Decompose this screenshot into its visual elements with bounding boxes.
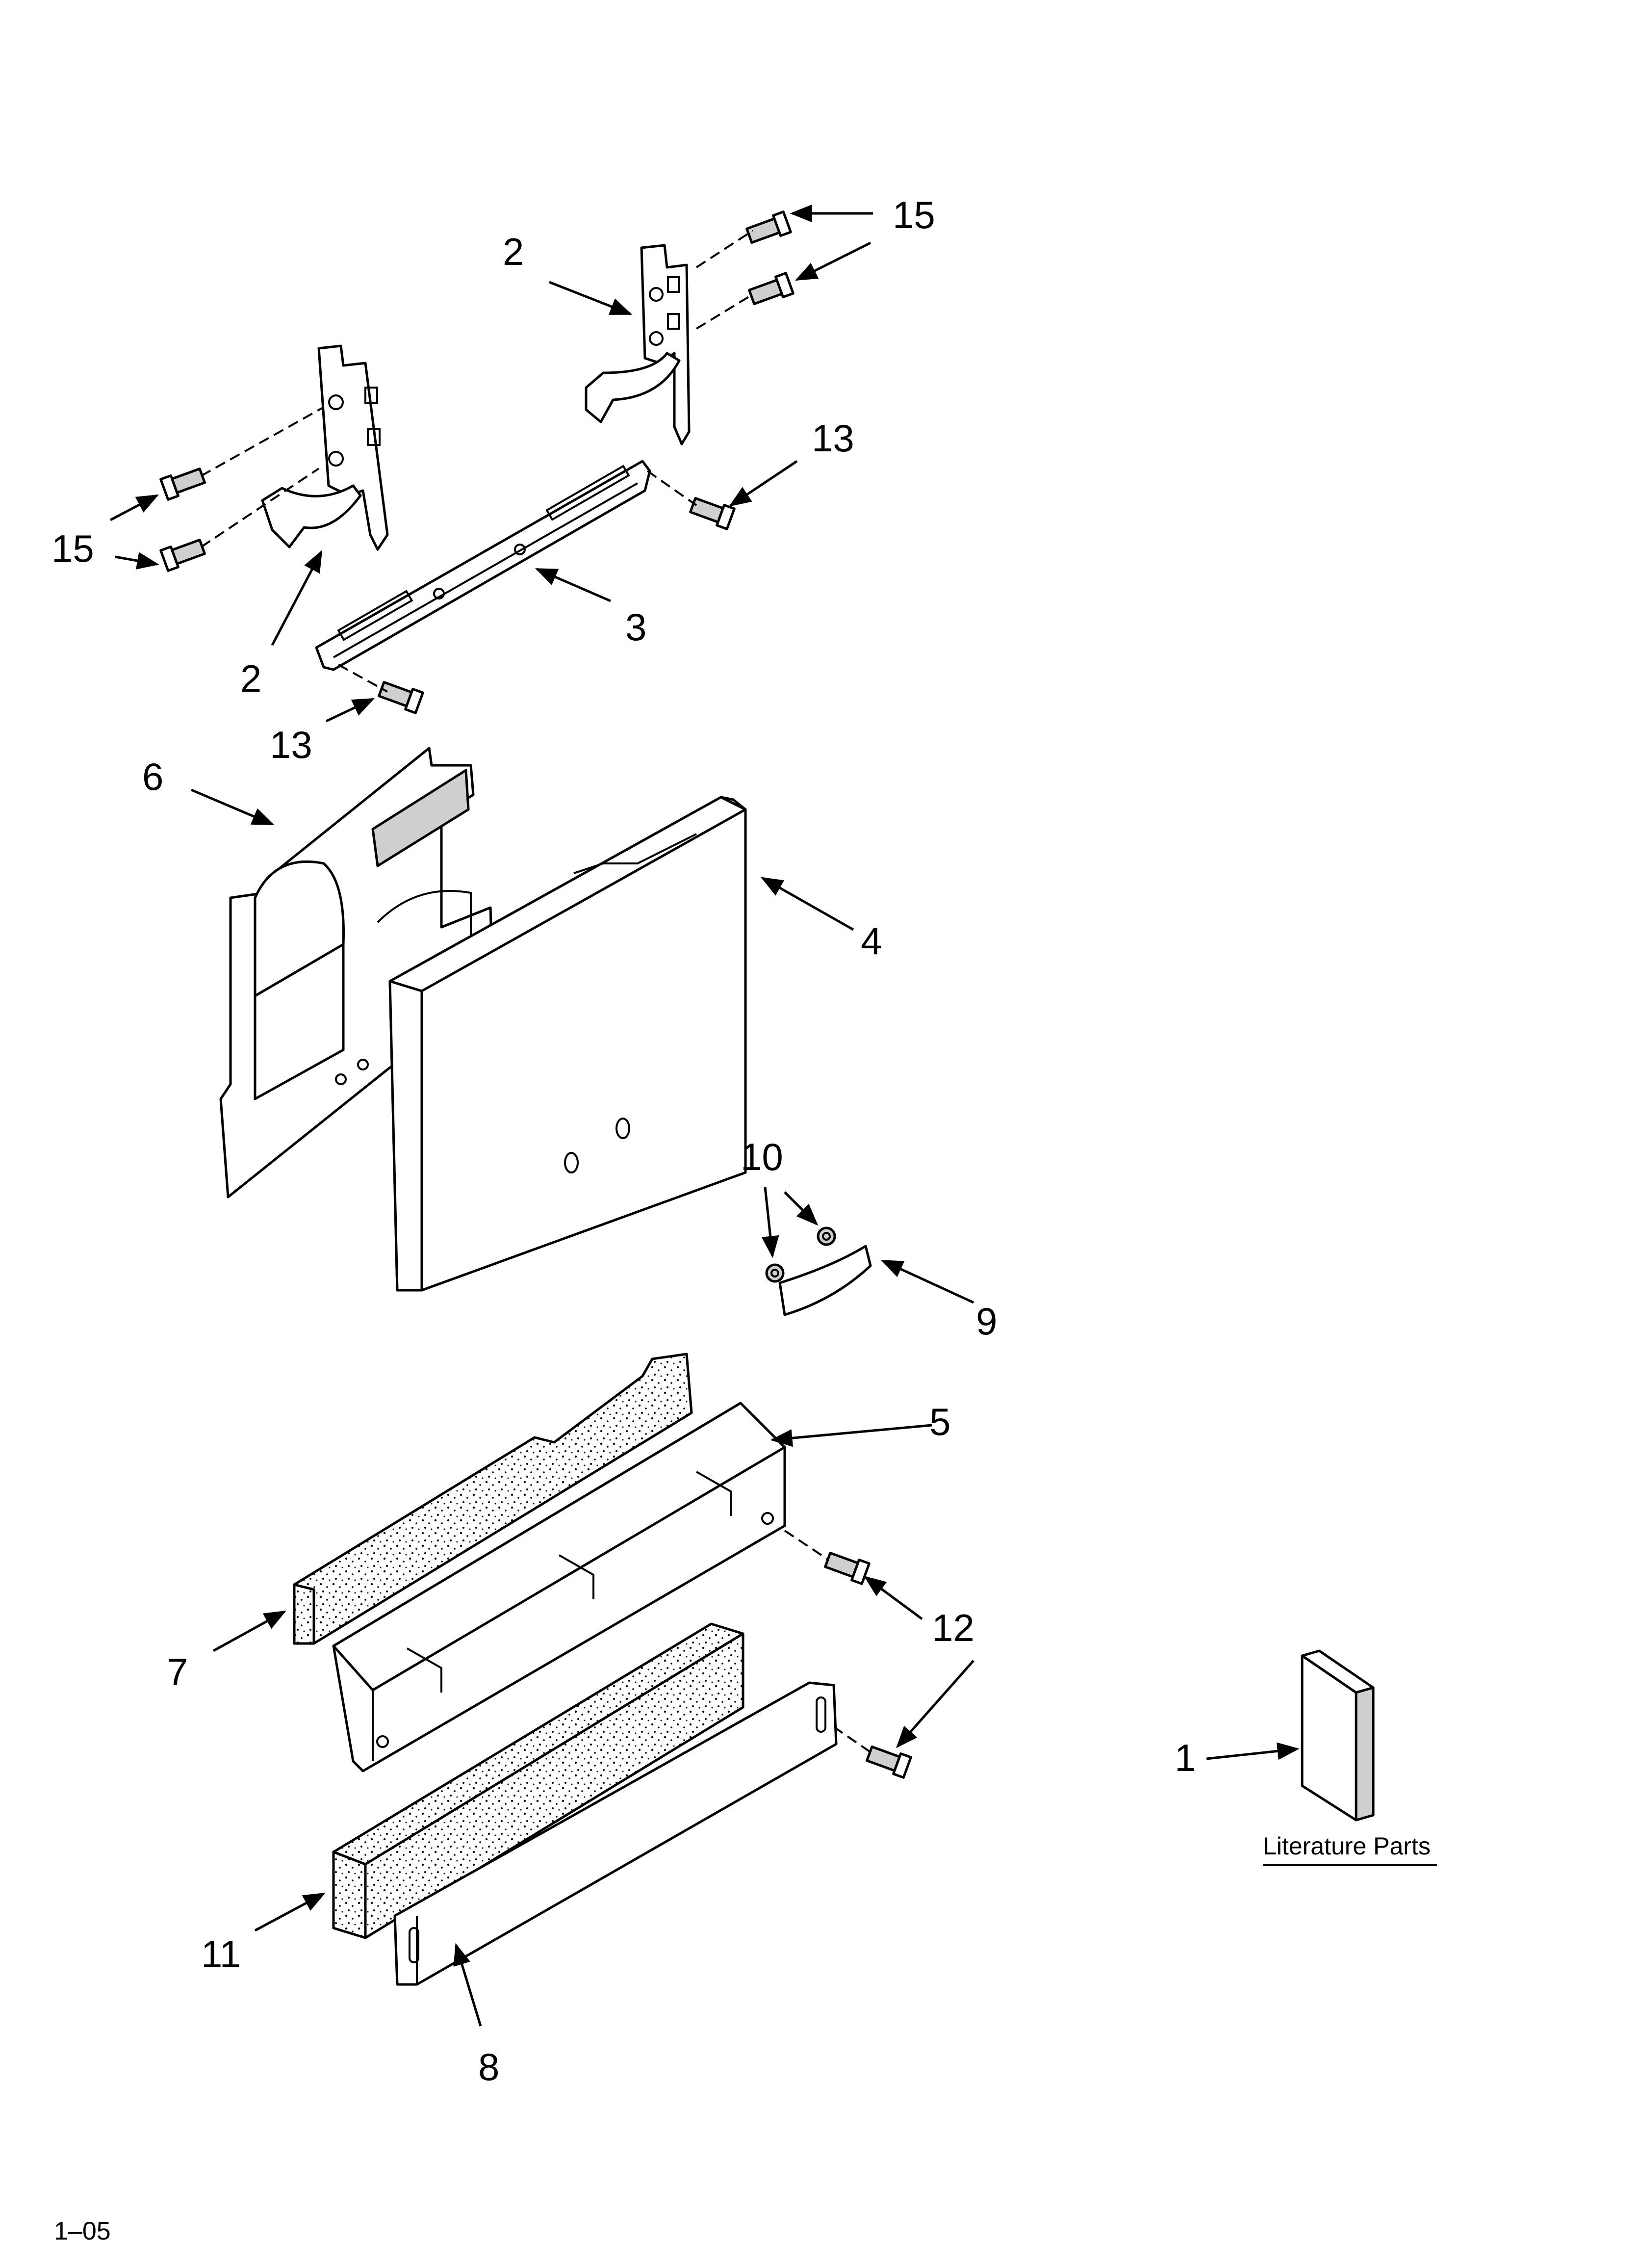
callout-labels: 15 2 13 15 2 3 13 6 4 10 9 5 12 7 1 11 8… <box>51 193 1431 2245</box>
revision-code: 1–05 <box>54 2217 111 2245</box>
callout-4: 4 <box>861 919 882 963</box>
kick-plate <box>332 1402 786 1773</box>
callout-3: 3 <box>625 605 646 649</box>
rail <box>315 460 651 671</box>
callout-8: 8 <box>478 2045 499 2088</box>
callout-2-top: 2 <box>503 230 524 273</box>
callout-13-left: 13 <box>270 723 312 766</box>
foam-block-lower <box>332 1622 744 1939</box>
literature-parts-label: Literature Parts <box>1263 1832 1431 1860</box>
callout-5: 5 <box>929 1400 950 1443</box>
callout-6: 6 <box>142 755 163 798</box>
screws <box>159 210 912 1779</box>
callout-15-top: 15 <box>893 193 935 236</box>
callout-9: 9 <box>976 1300 997 1343</box>
callout-15-left: 15 <box>51 527 94 570</box>
foam-strip-upper <box>293 1353 693 1645</box>
callout-10: 10 <box>741 1135 783 1178</box>
callout-12: 12 <box>932 1606 975 1649</box>
inner-panel <box>219 747 494 1199</box>
outer-door-panel <box>388 796 747 1292</box>
callout-7: 7 <box>167 1650 188 1694</box>
lower-rail <box>393 1681 838 1986</box>
alignment-lines <box>200 230 874 1755</box>
literature-book-icon <box>1301 1649 1375 1822</box>
bracket-right <box>585 244 691 445</box>
bracket-left <box>261 344 389 551</box>
nuts-and-handle <box>765 1226 872 1316</box>
callout-11: 11 <box>201 1932 241 1976</box>
callout-1: 1 <box>1175 1736 1196 1779</box>
callout-13-right: 13 <box>812 417 854 460</box>
leader-arrows <box>109 205 1437 2027</box>
callout-2-left: 2 <box>240 657 261 700</box>
